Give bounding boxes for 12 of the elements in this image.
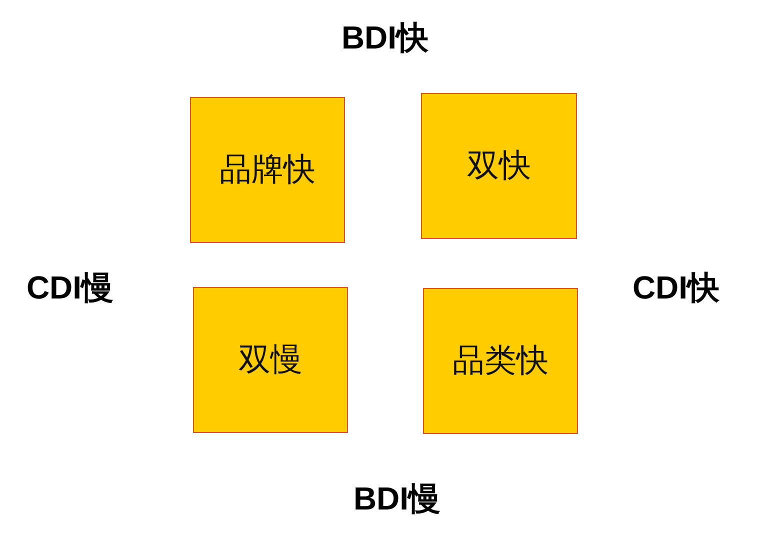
quadrant-box	[190, 97, 345, 243]
axis-label: CDI慢	[26, 270, 114, 306]
quadrant-box	[193, 287, 348, 433]
quadrant-label: 双慢	[238, 342, 302, 378]
quadrant-box	[423, 288, 578, 434]
quadrant-box	[421, 93, 577, 239]
axis-label: BDI慢	[353, 481, 441, 517]
axis-label: BDI快	[341, 20, 429, 56]
quadrant-label: 品类快	[452, 343, 548, 379]
quadrant-label: 双快	[467, 148, 531, 184]
quadrant-label: 品牌快	[220, 152, 316, 188]
axis-label: CDI快	[632, 270, 720, 306]
